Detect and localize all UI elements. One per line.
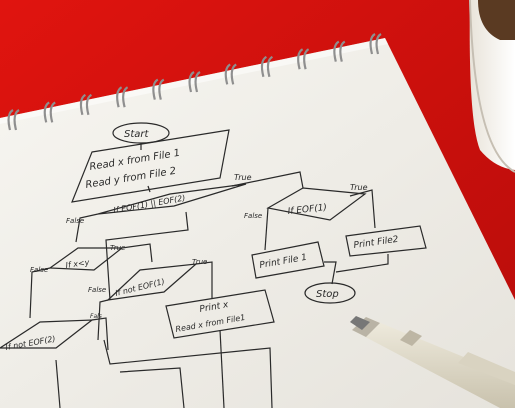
print-file2-box — [345, 225, 427, 257]
eof1-decision — [266, 187, 367, 221]
mug — [469, 0, 515, 173]
label-true-2: True — [350, 183, 368, 192]
read-files-box — [71, 129, 230, 203]
print-file1-box — [251, 241, 325, 279]
spiral-ring — [303, 48, 310, 70]
label-eof1: If EOF(1) — [287, 203, 327, 217]
spiral-ring — [85, 93, 93, 116]
spiral-ring — [79, 93, 87, 116]
label-stop: Stop — [316, 289, 339, 300]
label-false-2: False — [244, 212, 262, 220]
spiral-ring — [375, 33, 382, 55]
spiral-ring — [260, 55, 268, 78]
label-true-3: True — [110, 244, 125, 252]
spiral-ring — [152, 78, 159, 100]
spiral-ring — [266, 55, 274, 78]
notebook-page — [0, 38, 515, 408]
eof-or-decision — [97, 183, 247, 215]
spiral-ring — [369, 33, 376, 55]
spiral-ring — [194, 71, 201, 93]
label-false-4: False — [88, 286, 106, 294]
label-x-lt-y: If x<y — [65, 258, 90, 270]
label-start: Start — [124, 129, 150, 140]
spiral-ring — [188, 71, 195, 93]
label-false-1: False — [66, 217, 84, 225]
spiral-ring — [13, 109, 20, 131]
label-false-3: False — [30, 266, 48, 274]
spiral-ring — [43, 101, 50, 123]
spiral-ring — [116, 86, 123, 108]
spiral-ring — [333, 40, 340, 62]
spiral-binding — [7, 33, 382, 131]
spiral-ring — [230, 63, 237, 85]
spiral-ring — [49, 101, 56, 123]
spiral-ring — [224, 63, 231, 85]
spiral-ring — [339, 40, 346, 62]
spiral-ring — [122, 86, 129, 108]
print-x-box — [165, 289, 275, 339]
label-true-1: True — [234, 173, 252, 182]
flowchart — [0, 122, 427, 408]
spiral-ring — [297, 48, 304, 70]
spiral-ring — [158, 78, 165, 100]
label-false-5: Fals — [90, 313, 102, 320]
pen — [350, 316, 515, 408]
stop-terminal — [304, 282, 356, 304]
spiral-ring — [7, 109, 14, 131]
label-true-4: True — [192, 258, 207, 266]
